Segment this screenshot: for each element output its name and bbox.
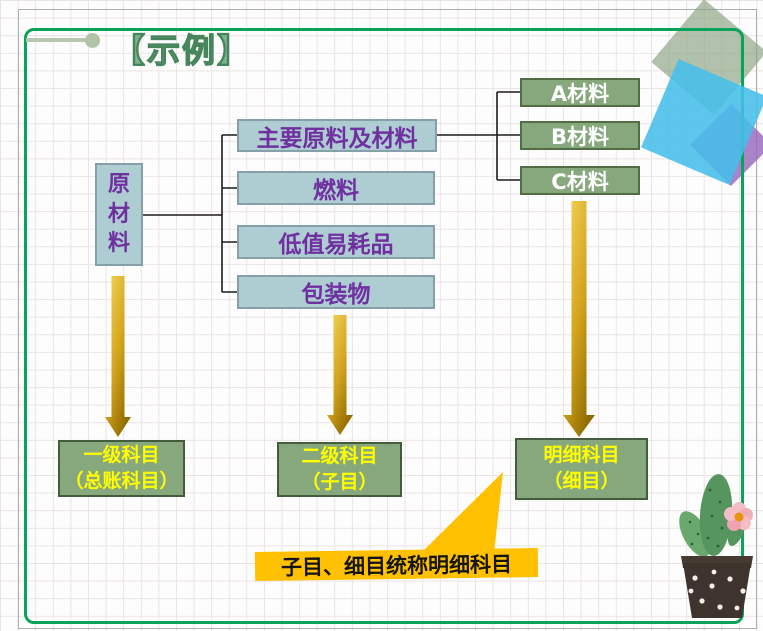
level-1-line1: 一级科目 bbox=[83, 443, 160, 466]
slide-frame bbox=[24, 28, 744, 624]
level-2-line1: 二级科目 bbox=[301, 444, 378, 467]
box-raw-materials: 原 材 料 bbox=[95, 163, 143, 266]
box-material-a: A材料 bbox=[520, 78, 640, 107]
detail-line2: （细目） bbox=[543, 470, 620, 492]
box-material-c: C材料 bbox=[520, 166, 640, 195]
box-material-b: B材料 bbox=[520, 121, 640, 150]
slide-title: 【示例】 bbox=[111, 30, 252, 70]
box-detail-account: 明细科目 （细目） bbox=[515, 438, 648, 500]
box-level-1-account: 一级科目 （总账科目） bbox=[58, 440, 185, 497]
raw-materials-char: 原 bbox=[107, 171, 130, 197]
level-1-line2: （总账科目） bbox=[64, 469, 179, 492]
box-packaging: 包装物 bbox=[237, 275, 435, 309]
box-low-value-consumables: 低值易耗品 bbox=[237, 225, 435, 259]
raw-materials-char: 料 bbox=[107, 231, 130, 257]
box-level-2-account: 二级科目 （子目） bbox=[277, 442, 402, 497]
level-2-line2: （子目） bbox=[301, 470, 378, 493]
box-fuel: 燃料 bbox=[237, 171, 435, 205]
pin-line-icon bbox=[26, 33, 100, 48]
box-main-materials: 主要原料及材料 bbox=[237, 119, 437, 152]
detail-line1: 明细科目 bbox=[543, 444, 620, 467]
raw-materials-char: 材 bbox=[107, 201, 130, 227]
page-border bbox=[18, 9, 757, 629]
callout-banner: 子目、细目统称明细科目 bbox=[254, 548, 539, 581]
pin-dot-icon bbox=[85, 33, 100, 48]
